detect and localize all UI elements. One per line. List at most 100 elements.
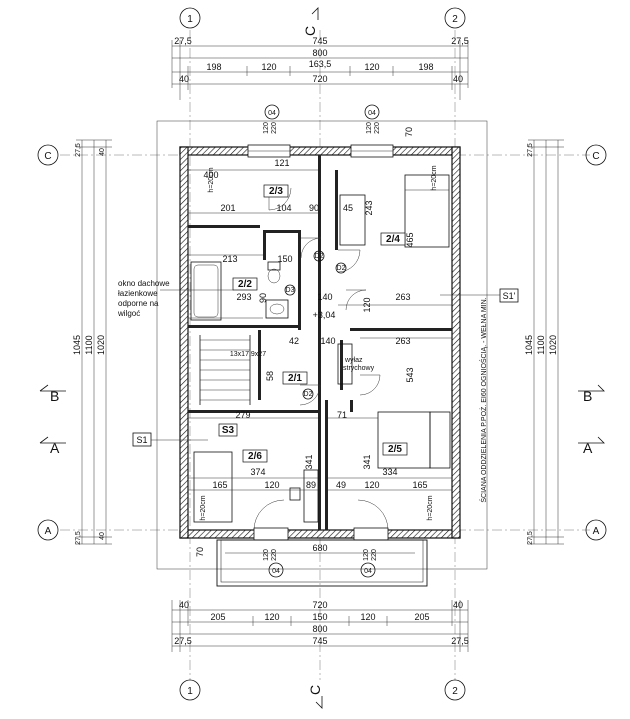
svg-text:140: 140 xyxy=(317,292,332,302)
fire-wall-note: ŚCIANA ODDZIELENIA P.POŻ. EI60 OGNIOŚCIĄ… xyxy=(479,297,488,502)
room-2-4-label: 2/4 xyxy=(386,234,400,245)
svg-text:S1': S1' xyxy=(503,291,516,301)
svg-text:D2: D2 xyxy=(315,253,324,260)
axis-bubble-a-right: A xyxy=(585,519,607,541)
svg-text:800: 800 xyxy=(312,48,327,58)
svg-text:150: 150 xyxy=(277,254,292,264)
svg-text:58: 58 xyxy=(265,371,275,381)
annotations: okno dachowe łazienkowe odporne na wilgo… xyxy=(117,165,488,520)
svg-text:120: 120 xyxy=(366,122,373,134)
svg-text:165: 165 xyxy=(412,480,427,490)
opening-tags: 04 04 04 04 D2 D2 D3 D2 S1' S1 xyxy=(132,104,519,578)
axis-bubble-a-left: A xyxy=(37,519,59,541)
svg-text:163,5: 163,5 xyxy=(309,59,332,69)
outer-walls xyxy=(179,146,461,539)
svg-text:90: 90 xyxy=(309,203,319,213)
svg-text:140: 140 xyxy=(320,336,335,346)
stair-tag xyxy=(218,423,238,437)
bottom-dimension-chains: 40 720 40 205 120 150 120 205 800 27,5 7… xyxy=(171,600,469,652)
room-tag-2-6 xyxy=(242,449,268,463)
room-tag-2-4 xyxy=(380,232,406,246)
svg-text:04: 04 xyxy=(364,568,372,575)
svg-text:334: 334 xyxy=(382,467,397,477)
svg-text:165: 165 xyxy=(212,480,227,490)
svg-text:1100: 1100 xyxy=(84,335,94,354)
axis-bubble-2-top: 2 xyxy=(444,7,466,29)
svg-text:27,5: 27,5 xyxy=(451,636,469,646)
svg-text:40: 40 xyxy=(453,74,463,84)
svg-text:27,5: 27,5 xyxy=(75,143,82,157)
svg-text:120: 120 xyxy=(360,612,375,622)
door-swings xyxy=(268,187,381,406)
svg-text:40: 40 xyxy=(179,600,189,610)
svg-text:150: 150 xyxy=(312,612,327,622)
svg-text:h=20cm: h=20cm xyxy=(427,495,434,520)
axis-bubble-1-bottom: 1 xyxy=(179,679,201,701)
room-2-6-label: 2/6 xyxy=(248,451,262,462)
svg-text:90: 90 xyxy=(258,293,268,303)
svg-text:A: A xyxy=(583,440,593,456)
svg-text:45: 45 xyxy=(343,203,353,213)
svg-text:27,5: 27,5 xyxy=(451,36,469,46)
axis-lines xyxy=(60,30,590,680)
room-2-2-label: 2/2 xyxy=(238,279,252,290)
svg-text:49: 49 xyxy=(336,480,346,490)
svg-text:B: B xyxy=(583,388,592,404)
svg-text:205: 205 xyxy=(414,612,429,622)
svg-text:680: 680 xyxy=(312,543,327,553)
stair-s3-label: S3 xyxy=(222,425,235,436)
svg-text:120: 120 xyxy=(263,549,270,561)
fixtures xyxy=(190,174,451,523)
svg-text:1045: 1045 xyxy=(72,335,82,355)
room-2-1-label: 2/1 xyxy=(288,373,302,384)
svg-text:D2: D2 xyxy=(304,391,313,398)
roof-outline xyxy=(156,120,488,570)
svg-text:89: 89 xyxy=(306,480,316,490)
svg-text:263: 263 xyxy=(395,336,410,346)
svg-text:800: 800 xyxy=(312,624,327,634)
axis-bubble-c-left: C xyxy=(37,144,59,166)
axis-bubble-c-right: C xyxy=(585,144,607,166)
svg-text:293: 293 xyxy=(236,292,251,302)
svg-text:720: 720 xyxy=(312,74,327,84)
side-dimension-chains: 1045 1100 1020 1045 1100 1020 27,5 40 40… xyxy=(72,139,564,545)
room-2-3-label: 2/3 xyxy=(269,186,283,197)
section-marker-a-right: A xyxy=(578,436,605,456)
svg-text:120: 120 xyxy=(263,122,270,134)
section-marker-a-left: A xyxy=(39,436,66,456)
svg-text:A: A xyxy=(593,526,600,537)
svg-text:h=20cm: h=20cm xyxy=(208,167,215,192)
svg-text:400: 400 xyxy=(203,170,218,180)
svg-text:220: 220 xyxy=(374,122,381,134)
svg-text:745: 745 xyxy=(312,636,327,646)
svg-text:745: 745 xyxy=(312,36,327,46)
svg-text:220: 220 xyxy=(371,549,378,561)
svg-text:C: C xyxy=(307,685,323,695)
svg-text:04: 04 xyxy=(368,110,376,117)
svg-text:374: 374 xyxy=(250,467,265,477)
svg-text:720: 720 xyxy=(312,600,327,610)
svg-text:1: 1 xyxy=(187,686,193,697)
svg-text:B: B xyxy=(50,388,59,404)
svg-text:27,5: 27,5 xyxy=(174,36,192,46)
svg-text:70: 70 xyxy=(404,127,414,137)
svg-text:40: 40 xyxy=(179,74,189,84)
attic-hatch-note: wyłaz strychowy xyxy=(343,357,375,372)
svg-text:120: 120 xyxy=(264,480,279,490)
svg-text:A: A xyxy=(45,526,52,537)
roof-window-note: okno dachowe łazienkowe odporne na wilgo… xyxy=(117,279,172,318)
svg-text:h=20cm: h=20cm xyxy=(200,495,207,520)
svg-text:1100: 1100 xyxy=(536,335,546,354)
balcony xyxy=(216,539,428,587)
room-tag-2-5 xyxy=(382,442,408,456)
svg-text:40: 40 xyxy=(453,600,463,610)
svg-text:04: 04 xyxy=(272,568,280,575)
svg-text:1: 1 xyxy=(187,14,193,25)
svg-text:D2: D2 xyxy=(337,265,346,272)
svg-text:120: 120 xyxy=(261,62,276,72)
svg-text:S1: S1 xyxy=(136,435,147,445)
svg-text:C: C xyxy=(302,26,318,36)
svg-text:243: 243 xyxy=(364,200,374,215)
axis-bubble-1-top: 1 xyxy=(179,7,201,29)
svg-text:120: 120 xyxy=(364,480,379,490)
